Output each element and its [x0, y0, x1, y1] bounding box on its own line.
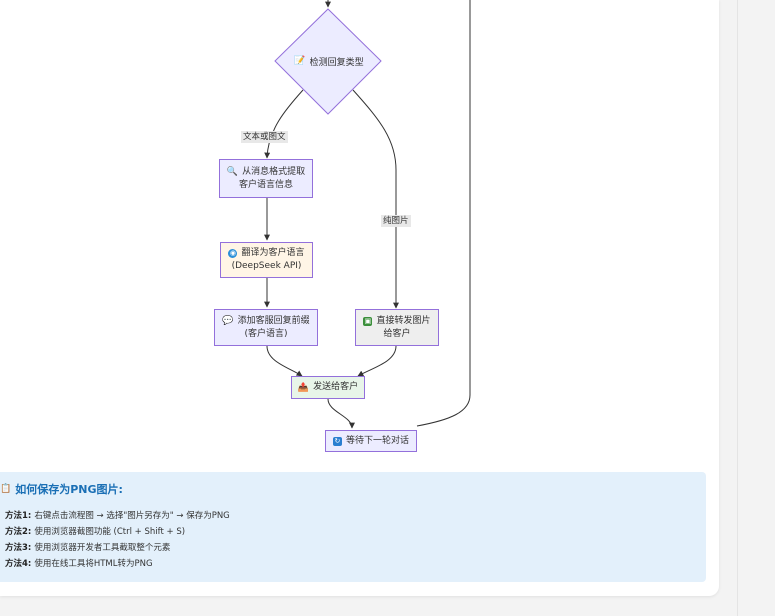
- tip-method-text: 使用浏览器开发者工具截取整个元素: [34, 543, 171, 553]
- tip-method-4: 方法4:使用在线工具将HTML转为PNG: [5, 557, 153, 569]
- tip-method-3: 方法3:使用浏览器开发者工具截取整个元素: [5, 541, 170, 553]
- edge-forward-to-send: [357, 345, 397, 377]
- prefix-line2: (客户语言): [244, 328, 288, 339]
- outbox-tray-icon: 📤: [297, 382, 310, 393]
- save-png-tips: 📋 如何保存为PNG图片: 方法1:右键点击流程图 → 选择"图片另存为" → …: [0, 472, 706, 582]
- tip-method-1: 方法1:右键点击流程图 → 选择"图片另存为" → 保存为PNG: [5, 509, 230, 521]
- flowchart-connectors: [264, 0, 471, 429]
- magnifier-icon: 🔍: [226, 167, 239, 177]
- globe-icon: ◉: [228, 249, 238, 258]
- translate-line1: 翻译为客户语言: [241, 248, 305, 258]
- detect-node: 📝 检测回复类型: [290, 54, 368, 68]
- panel-divider: [737, 0, 738, 616]
- translate-node: ◉ 翻译为客户语言 (DeepSeek API): [220, 242, 313, 278]
- edge-detect-to-forward: [352, 89, 399, 309]
- forward-node: ▣ 直接转发图片 给客户: [355, 309, 439, 346]
- detect-diamond-shape: [274, 8, 382, 115]
- forward-line1: 直接转发图片: [376, 315, 431, 326]
- extract-node: 🔍 从消息格式提取 客户语言信息: [219, 159, 313, 198]
- picture-icon: ▣: [363, 316, 373, 326]
- tip-method-label: 方法3:: [5, 543, 32, 553]
- send-label: 发送给客户: [313, 382, 359, 392]
- send-node: 📤 发送给客户: [291, 376, 365, 399]
- wait-node: ↻ 等待下一轮对话: [325, 430, 417, 452]
- repeat-icon: ↻: [332, 436, 342, 446]
- tip-method-label: 方法2:: [5, 527, 32, 537]
- clipboard-icon: 📋: [0, 484, 12, 494]
- edge-label-text-or-mixed: 文本或图文: [241, 131, 288, 143]
- tips-title-row: 📋 如何保存为PNG图片:: [0, 481, 123, 497]
- prefix-node: 💬 添加客服回复前缀 (客户语言): [214, 309, 318, 346]
- extract-line2: 客户语言信息: [238, 179, 293, 190]
- memo-icon: 📝: [294, 56, 306, 66]
- prefix-line1: 添加客服回复前缀: [237, 315, 310, 326]
- tip-method-label: 方法1:: [5, 511, 32, 521]
- tip-method-text: 使用在线工具将HTML转为PNG: [34, 559, 153, 569]
- extract-line1: 从消息格式提取: [242, 166, 306, 177]
- translate-line2: (DeepSeek API): [231, 261, 302, 271]
- tip-method-text: 使用浏览器截图功能 (Ctrl + Shift + S): [34, 527, 186, 537]
- speech-bubble-icon: 💬: [222, 316, 234, 326]
- tips-title: 如何保存为PNG图片:: [15, 483, 123, 496]
- edge-detect-to-extract: [264, 89, 304, 159]
- edge-prefix-to-send: [266, 345, 303, 377]
- tip-method-2: 方法2:使用浏览器截图功能 (Ctrl + Shift + S): [5, 525, 185, 537]
- edge-label-image-only: 纯图片: [381, 215, 411, 227]
- tip-method-text: 右键点击流程图 → 选择"图片另存为" → 保存为PNG: [34, 511, 230, 521]
- edge-send-to-wait: [327, 398, 355, 429]
- tip-method-label: 方法4:: [5, 559, 32, 569]
- detect-label: 检测回复类型: [309, 57, 364, 68]
- forward-line2: 给客户: [383, 328, 411, 339]
- wait-label: 等待下一轮对话: [345, 435, 409, 446]
- edge-wait-loop-back: [416, 0, 471, 427]
